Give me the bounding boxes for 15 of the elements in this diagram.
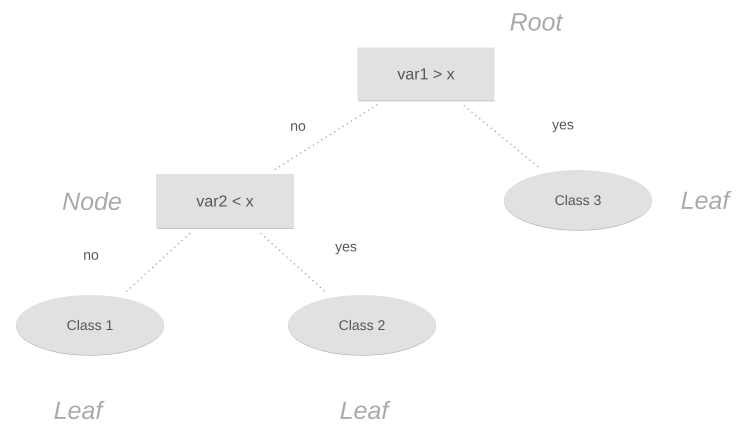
edge-label: no	[82, 251, 100, 261]
edge-label: yes	[551, 120, 575, 134]
node-caption: Leaf	[54, 400, 104, 420]
node-caption: Leaf	[681, 190, 732, 210]
edge-label: no	[289, 122, 307, 132]
node-caption: Root	[510, 13, 564, 31]
decision-box: var1 > x	[358, 48, 494, 102]
edge-label: yes	[334, 242, 358, 256]
node-caption: Node	[62, 192, 121, 210]
node-caption: Leaf	[340, 400, 390, 420]
dotted-line	[124, 232, 190, 294]
decision-box: var2 < x	[156, 174, 294, 229]
dotted-line	[260, 232, 328, 294]
dotted-line	[464, 105, 542, 170]
dotted-line	[272, 104, 378, 172]
